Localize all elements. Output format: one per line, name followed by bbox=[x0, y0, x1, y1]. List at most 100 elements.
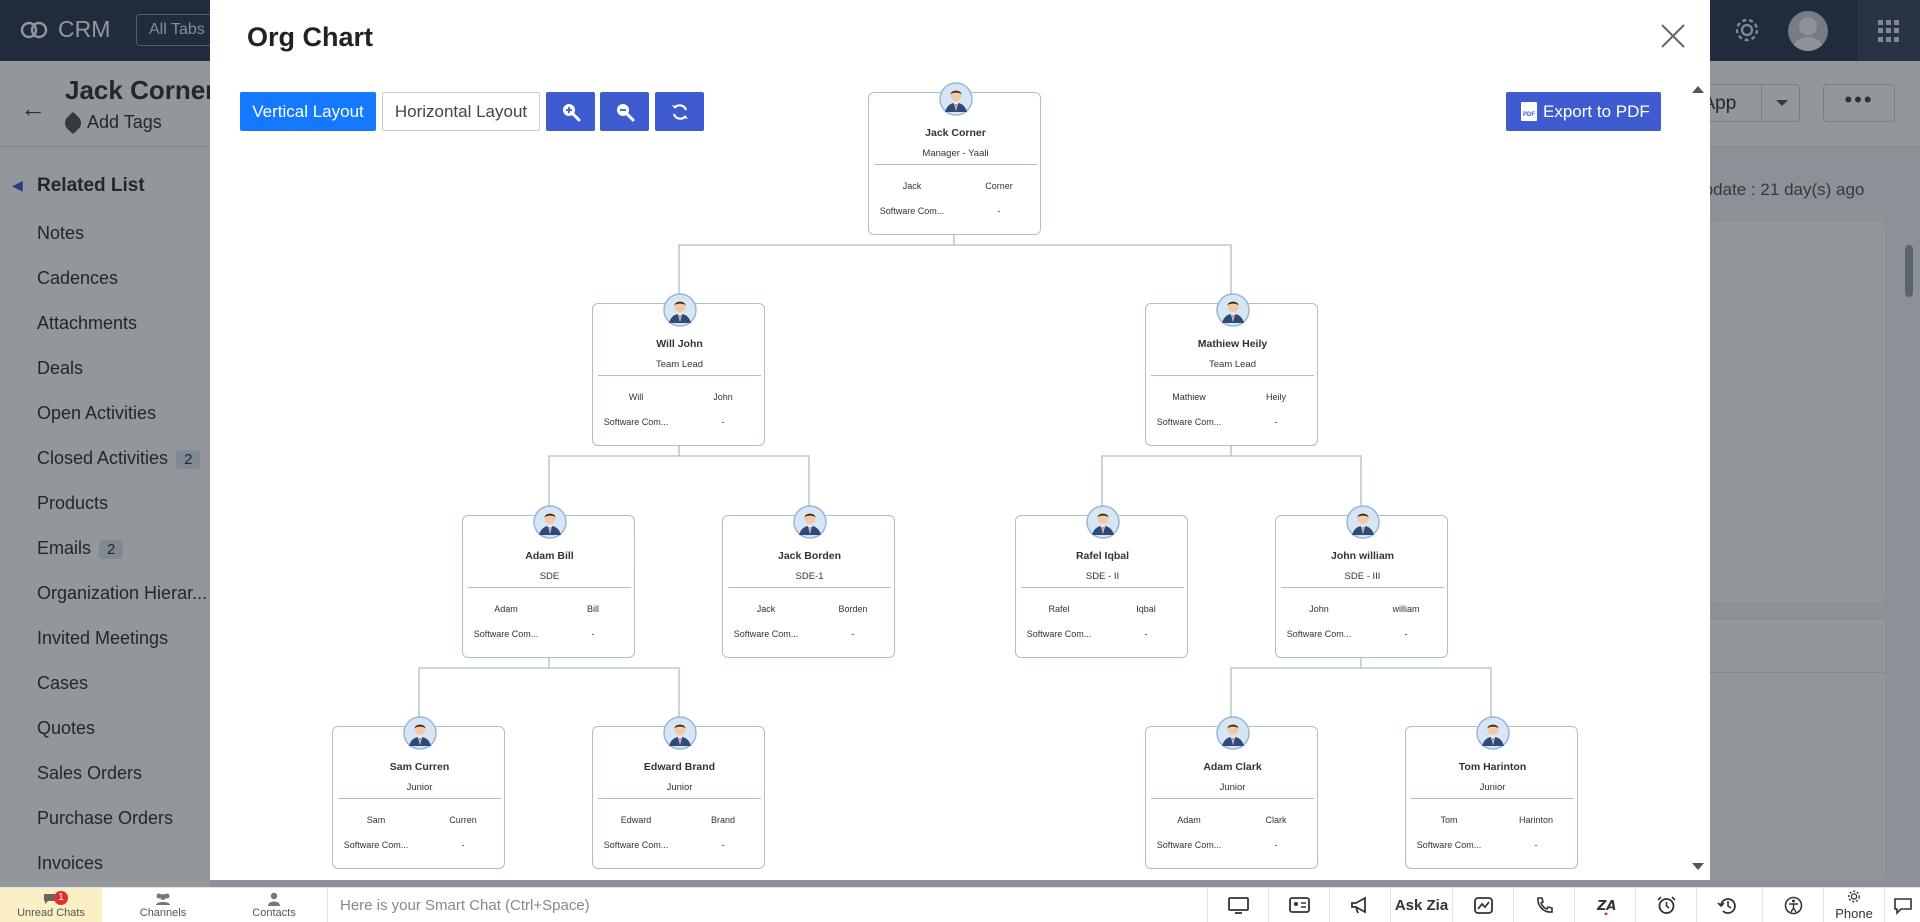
screen-share-button[interactable] bbox=[1207, 888, 1268, 922]
node-last-name: Bill bbox=[586, 604, 599, 614]
vertical-layout-button[interactable]: Vertical Layout bbox=[240, 92, 376, 131]
contact-card-button[interactable] bbox=[1268, 888, 1329, 922]
node-company: Software Com... bbox=[1156, 417, 1222, 427]
sidebar-item-purchase-orders[interactable]: Purchase Orders bbox=[37, 808, 174, 828]
alarm-clock-icon bbox=[1657, 896, 1676, 914]
more-options-button[interactable]: ••• bbox=[1823, 84, 1895, 122]
node-company: Software Com... bbox=[603, 840, 669, 850]
unread-chats-label: Unread Chats bbox=[17, 907, 85, 919]
scroll-down-arrow-icon[interactable] bbox=[1692, 863, 1704, 876]
analytics-button[interactable] bbox=[1452, 888, 1513, 922]
announcements-button[interactable] bbox=[1329, 888, 1390, 922]
zia-button[interactable]: ZA bbox=[1574, 888, 1635, 922]
phone-button[interactable]: Phone bbox=[1823, 888, 1884, 922]
node-first-name: Rafel bbox=[1048, 604, 1070, 614]
sidebar-item-open-activities[interactable]: Open Activities bbox=[37, 403, 157, 423]
count-badge: 2 bbox=[176, 450, 201, 469]
sidebar-item-attachments[interactable]: Attachments bbox=[37, 313, 138, 333]
modal-title: Org Chart bbox=[247, 22, 374, 52]
node-title: SDE - III bbox=[1344, 571, 1381, 582]
org-node[interactable]: Will John Team Lead Will John Software C… bbox=[592, 293, 765, 446]
node-last-name: Curren bbox=[449, 815, 477, 825]
count-badge: 2 bbox=[99, 540, 124, 559]
sidebar-item-invited-meetings[interactable]: Invited Meetings bbox=[37, 628, 169, 648]
node-name: Mathiew Heily bbox=[1197, 338, 1268, 350]
org-node[interactable]: Rafel Iqbal SDE - II Rafel Iqbal Softwar… bbox=[1015, 505, 1188, 658]
add-tags-link[interactable]: Add Tags bbox=[61, 111, 162, 134]
horizontal-layout-button[interactable]: Horizontal Layout bbox=[382, 92, 540, 131]
org-node[interactable]: Mathiew Heily Team Lead Mathiew Heily So… bbox=[1145, 293, 1318, 446]
chevron-down-icon[interactable] bbox=[1761, 85, 1799, 121]
org-node[interactable]: John william SDE - III John william Soft… bbox=[1275, 505, 1448, 658]
node-company: Software Com... bbox=[879, 206, 945, 216]
org-node[interactable]: Adam Bill SDE Adam Bill Software Com... … bbox=[462, 505, 635, 658]
refresh-icon bbox=[672, 104, 688, 120]
node-name: Jack Borden bbox=[777, 550, 842, 562]
sidebar-item-organization-hierarchy[interactable]: Organization Hierar... bbox=[37, 583, 208, 603]
node-first-name: Adam bbox=[494, 604, 518, 614]
contact-card-icon bbox=[1289, 897, 1310, 913]
sidebar-item-invoices[interactable]: Invoices bbox=[37, 853, 104, 873]
contacts-tab[interactable]: Contacts bbox=[223, 888, 325, 922]
export-to-pdf-button[interactable]: Export to PDF bbox=[1506, 92, 1661, 131]
history-button[interactable] bbox=[1696, 888, 1757, 922]
page-scrollbar[interactable] bbox=[1904, 225, 1914, 885]
node-extra: - bbox=[1274, 840, 1278, 850]
node-company: Software Com... bbox=[473, 629, 539, 639]
export-to-pdf-label: Export to PDF bbox=[1543, 102, 1650, 121]
org-node[interactable]: Tom Harinton Junior Tom Harinton Softwar… bbox=[1405, 716, 1578, 869]
node-extra: - bbox=[461, 840, 465, 850]
chat-settings-button[interactable] bbox=[1884, 888, 1920, 922]
org-node[interactable]: Jack Borden SDE-1 Jack Borden Software C… bbox=[722, 505, 895, 658]
zoom-in-button[interactable] bbox=[546, 92, 595, 131]
sidebar-item-cases[interactable]: Cases bbox=[37, 673, 89, 693]
person-avatar-icon bbox=[663, 293, 697, 327]
channels-label: Channels bbox=[139, 907, 187, 919]
back-arrow-icon[interactable]: ← bbox=[20, 93, 46, 123]
org-node[interactable]: Jack Corner Manager - Yaali Jack Corner … bbox=[868, 82, 1041, 235]
user-avatar[interactable] bbox=[1788, 11, 1828, 51]
org-node[interactable]: Sam Curren Junior Sam Curren Software Co… bbox=[332, 716, 505, 869]
node-company: Software Com... bbox=[733, 629, 799, 639]
alarm-button[interactable] bbox=[1635, 888, 1696, 922]
collapse-icon[interactable]: ◀ bbox=[12, 177, 23, 193]
scroll-up-arrow-icon[interactable] bbox=[1692, 80, 1704, 93]
apps-grid-icon bbox=[1878, 20, 1900, 42]
node-title: SDE-1 bbox=[795, 571, 824, 582]
sidebar-item-products[interactable]: Products bbox=[37, 493, 109, 513]
node-last-name: Borden bbox=[838, 604, 868, 614]
crm-logo[interactable]: CRM bbox=[20, 16, 110, 43]
node-company: Software Com... bbox=[603, 417, 669, 427]
close-icon[interactable] bbox=[1659, 22, 1687, 50]
node-name: Edward Brand bbox=[643, 761, 716, 773]
org-node[interactable]: Edward Brand Junior Edward Brand Softwar… bbox=[592, 716, 765, 869]
sidebar-item-cadences[interactable]: Cadences bbox=[37, 268, 119, 288]
refresh-button[interactable] bbox=[655, 92, 704, 131]
gear-icon[interactable] bbox=[1733, 16, 1761, 44]
org-node[interactable]: Adam Clark Junior Adam Clark Software Co… bbox=[1145, 716, 1318, 869]
node-first-name: Mathiew bbox=[1172, 392, 1206, 402]
sidebar-item-sales-orders[interactable]: Sales Orders bbox=[37, 763, 143, 783]
node-extra: - bbox=[591, 629, 595, 639]
unread-chats-tab[interactable]: 1 Unread Chats bbox=[0, 888, 102, 922]
sidebar-item-deals[interactable]: Deals bbox=[37, 358, 84, 378]
zoom-out-icon bbox=[617, 104, 635, 122]
accessibility-button[interactable] bbox=[1762, 888, 1823, 922]
background-card bbox=[1710, 620, 1885, 880]
node-last-name: Brand bbox=[710, 815, 736, 825]
node-name: Will John bbox=[656, 338, 703, 350]
channels-tab[interactable]: Channels bbox=[112, 888, 214, 922]
node-last-name: Clark bbox=[1265, 815, 1287, 825]
apps-menu-button[interactable] bbox=[1858, 0, 1920, 61]
sidebar-item-notes[interactable]: Notes bbox=[37, 223, 85, 243]
mobile-button[interactable] bbox=[1513, 888, 1574, 922]
zoom-out-button[interactable] bbox=[600, 92, 649, 131]
pdf-icon bbox=[1521, 102, 1537, 121]
ask-zia-button[interactable]: Ask Zia bbox=[1390, 888, 1452, 922]
node-title: Junior bbox=[1479, 782, 1506, 793]
smart-chat-input[interactable]: Here is your Smart Chat (Ctrl+Space) bbox=[327, 888, 1207, 922]
chat-bubble-icon bbox=[1894, 898, 1912, 915]
sidebar-item-quotes[interactable]: Quotes bbox=[37, 718, 96, 738]
